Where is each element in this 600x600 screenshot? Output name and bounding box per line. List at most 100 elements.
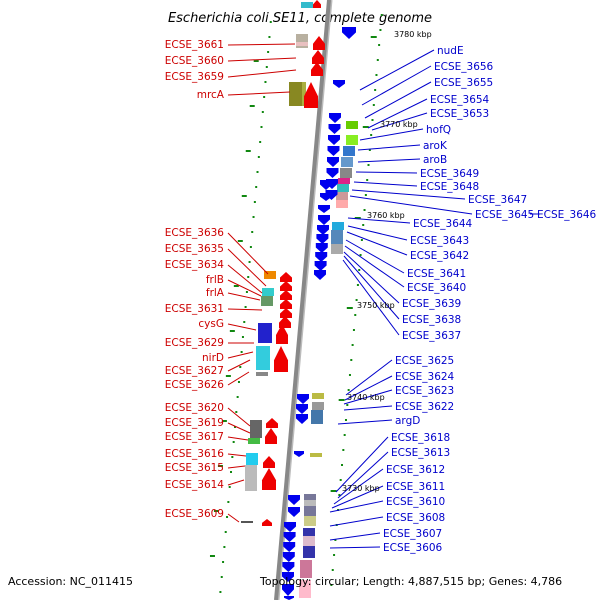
scale-tick xyxy=(338,399,345,401)
scale-tick xyxy=(241,195,247,197)
gene-leader-line xyxy=(227,248,267,287)
ring-dot xyxy=(346,404,349,406)
forward-gene-arrow xyxy=(280,290,292,300)
gene-label: ECSE_3624 xyxy=(395,371,455,383)
gene-label: nudE xyxy=(437,45,464,57)
gene-label: cysG xyxy=(198,318,224,330)
ring-dot xyxy=(333,554,336,556)
gene-label: ECSE_3659 xyxy=(165,71,224,83)
gene-leader-line xyxy=(329,500,384,513)
ring-dot xyxy=(370,134,373,136)
gene-leader-line xyxy=(337,451,389,499)
gene-label: ECSE_3656 xyxy=(434,61,494,73)
forward-gene-arrow xyxy=(280,281,292,291)
scale-tick xyxy=(245,150,251,152)
ring-dot xyxy=(343,434,346,436)
gene-product-block xyxy=(250,420,262,438)
reverse-gene-arrow xyxy=(296,404,308,414)
gene-leader-line xyxy=(227,436,249,441)
gene-label: ECSE_3647 xyxy=(468,194,527,206)
ring-dot xyxy=(362,224,365,226)
gene-product-block xyxy=(261,296,273,306)
ring-dot xyxy=(348,374,351,376)
gene-label: ECSE_3629 xyxy=(165,337,224,349)
ring-dot xyxy=(260,126,263,128)
gene-leader-line xyxy=(227,323,257,331)
gene-label: ECSE_3646 xyxy=(537,209,597,221)
scale-tick xyxy=(249,105,255,107)
map-title: Escherichia coli SE11, complete genome xyxy=(168,11,432,26)
scale-label: 3730 kbp xyxy=(342,484,380,493)
gene-leader-line xyxy=(227,513,240,523)
ring-dot xyxy=(364,194,367,196)
ring-dot xyxy=(352,329,355,331)
ring-dot xyxy=(334,539,337,541)
gene-leader-line xyxy=(227,479,245,486)
ring-dot xyxy=(227,501,230,503)
gene-product-block xyxy=(338,178,350,184)
forward-gene-arrow xyxy=(313,0,321,8)
ring-dot xyxy=(267,51,270,53)
ring-dot xyxy=(374,89,377,91)
gene-label: ECSE_3661 xyxy=(165,39,224,51)
gene-leader-line xyxy=(345,239,405,274)
gene-product-block xyxy=(303,536,315,546)
gene-label: ECSE_3641 xyxy=(407,268,466,280)
gene-leader-line xyxy=(371,112,428,131)
scale-tick xyxy=(354,217,361,219)
gene-product-block xyxy=(343,146,355,156)
ring-dot xyxy=(341,464,344,466)
forward-gene-arrow xyxy=(311,62,323,76)
ring-dot xyxy=(235,411,238,413)
ring-dot xyxy=(231,456,234,458)
gene-label: ECSE_3615 xyxy=(165,462,224,474)
reverse-gene-arrow xyxy=(282,572,294,582)
ring-dot xyxy=(259,141,262,143)
reverse-gene-arrow xyxy=(327,146,340,156)
ring-dot xyxy=(366,179,369,181)
scale-label: 3770 kbp xyxy=(380,120,418,129)
ring-dot xyxy=(232,441,235,443)
gene-label: ECSE_3635 xyxy=(165,243,224,255)
ring-dot xyxy=(358,269,361,271)
ring-dot xyxy=(240,351,243,353)
gene-product-block xyxy=(304,516,316,526)
gene-leader-line xyxy=(333,468,384,505)
gene-product-block xyxy=(336,192,348,200)
ring-dot xyxy=(253,201,256,203)
ring-dot xyxy=(375,74,378,76)
ring-dot xyxy=(261,111,264,113)
gene-label: nirD xyxy=(202,352,224,364)
reverse-gene-arrow xyxy=(282,584,294,596)
scale-tick xyxy=(225,375,231,377)
gene-label: ECSE_3611 xyxy=(386,481,445,493)
forward-gene-arrow xyxy=(265,428,277,444)
gene-label: aroK xyxy=(423,140,448,152)
gene-leader-line xyxy=(329,546,381,549)
forward-gene-arrow xyxy=(266,418,278,428)
ring-dot xyxy=(244,306,247,308)
gene-product-block xyxy=(341,157,353,167)
gene-product-block xyxy=(241,521,253,523)
reverse-gene-arrow xyxy=(315,252,328,262)
genome-backbone xyxy=(274,0,331,600)
gene-leader-line xyxy=(357,158,421,163)
ring-dot xyxy=(252,216,255,218)
scale-tick xyxy=(217,465,223,467)
gene-labels: ECSE_3661ECSE_3660ECSE_3659mrcAECSE_3636… xyxy=(165,39,597,554)
gene-product-block xyxy=(346,135,358,145)
gene-product-block xyxy=(312,393,324,399)
gene-product-block xyxy=(332,222,344,230)
scale-tick xyxy=(209,555,215,557)
gene-product-block xyxy=(312,402,324,410)
gene-product-block xyxy=(246,453,258,465)
reverse-gene-arrow xyxy=(284,596,294,600)
label-leaders xyxy=(227,43,540,549)
ring-dot xyxy=(236,396,239,398)
gene-leader-line xyxy=(335,436,389,493)
gene-label: ECSE_3660 xyxy=(165,55,224,67)
gene-label: ECSE_3634 xyxy=(165,259,225,271)
gene-product-block xyxy=(300,560,312,578)
gene-label: ECSE_3626 xyxy=(165,379,225,391)
ring-dot xyxy=(269,21,272,23)
